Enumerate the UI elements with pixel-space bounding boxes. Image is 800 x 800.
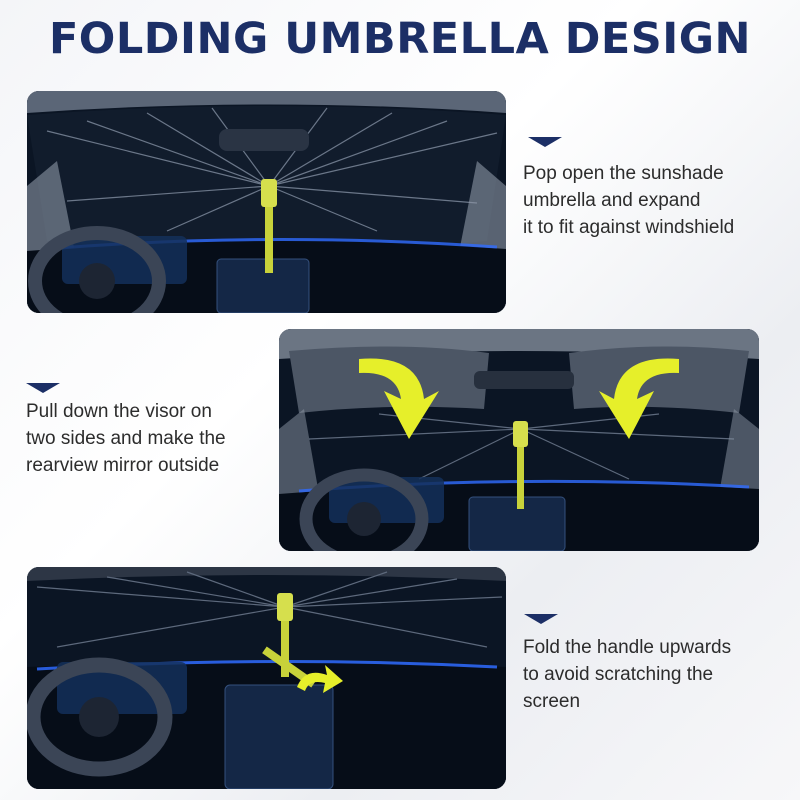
caption-line: Fold the handle upwards (523, 637, 732, 658)
step-1-image (27, 91, 506, 313)
caption-line: Pop open the sunshade (523, 163, 724, 184)
step-1-caption: Pop open the sunshade umbrella and expan… (523, 160, 734, 241)
step-3-image (27, 567, 506, 789)
caption-line: Pull down the visor on (26, 401, 212, 422)
caption-line: two sides and make the (26, 428, 226, 449)
caption-line: screen (523, 691, 581, 712)
step-3-marker (524, 614, 558, 624)
step-2-image (279, 329, 759, 551)
step-2-marker (26, 383, 60, 393)
step-3-caption: Fold the handle upwards to avoid scratch… (523, 634, 731, 715)
page-title: FOLDING UMBRELLA DESIGN (48, 14, 752, 64)
caption-line: to avoid scratching the (523, 664, 714, 685)
step-2-caption: Pull down the visor on two sides and mak… (26, 398, 226, 479)
caption-line: rearview mirror outside (26, 455, 220, 476)
caption-line: umbrella and expand (523, 190, 701, 211)
step-1-marker (528, 137, 562, 147)
caption-line: it to fit against windshield (523, 217, 735, 238)
